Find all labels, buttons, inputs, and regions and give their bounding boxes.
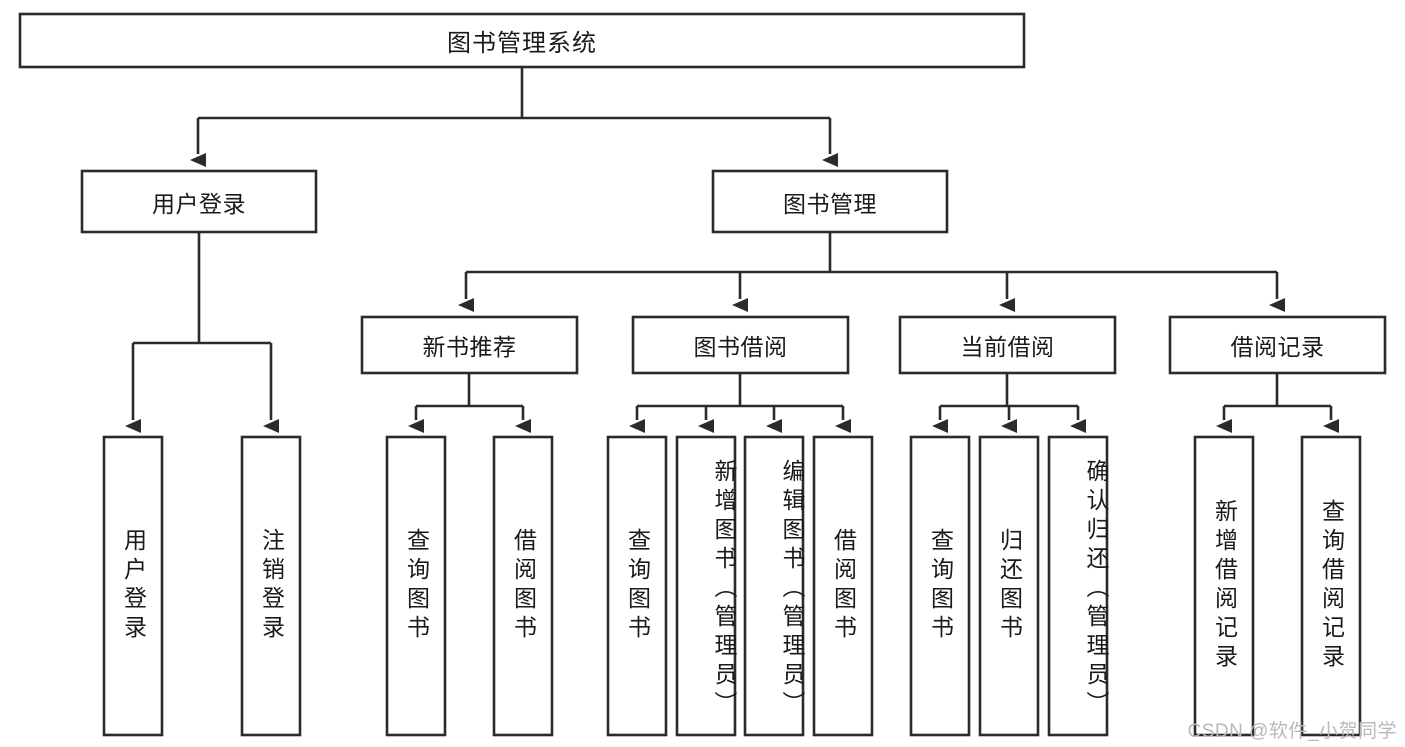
leaf-box-record-query[interactable] xyxy=(1300,435,1362,737)
node-new-book-box[interactable] xyxy=(360,315,579,375)
leaf-box-borrow-lend[interactable] xyxy=(812,435,874,737)
csdn-watermark: CSDN @软件_小贺同学 xyxy=(1187,721,1397,742)
node-title-box[interactable] xyxy=(18,12,1026,69)
leaf-box-record-add[interactable] xyxy=(1193,435,1255,737)
leaf-box-borrow-add[interactable] xyxy=(675,435,737,737)
leaf-box-newbook-query[interactable] xyxy=(385,435,447,737)
leaf-box-user-login[interactable] xyxy=(102,435,164,737)
leaf-box-newbook-borrow[interactable] xyxy=(492,435,554,737)
leaf-box-current-query[interactable] xyxy=(909,435,971,737)
node-borrow-record-box[interactable] xyxy=(1168,315,1387,375)
leaf-box-current-confirm[interactable] xyxy=(1047,435,1109,737)
leaf-box-current-return[interactable] xyxy=(978,435,1040,737)
leaf-box-borrow-query[interactable] xyxy=(606,435,668,737)
node-user-login-box[interactable] xyxy=(80,169,318,234)
leaf-box-logout[interactable] xyxy=(240,435,302,737)
node-book-manage-box[interactable] xyxy=(711,169,949,234)
node-book-borrow-box[interactable] xyxy=(631,315,850,375)
node-current-borrow-box[interactable] xyxy=(898,315,1117,375)
leaf-box-borrow-edit[interactable] xyxy=(743,435,805,737)
